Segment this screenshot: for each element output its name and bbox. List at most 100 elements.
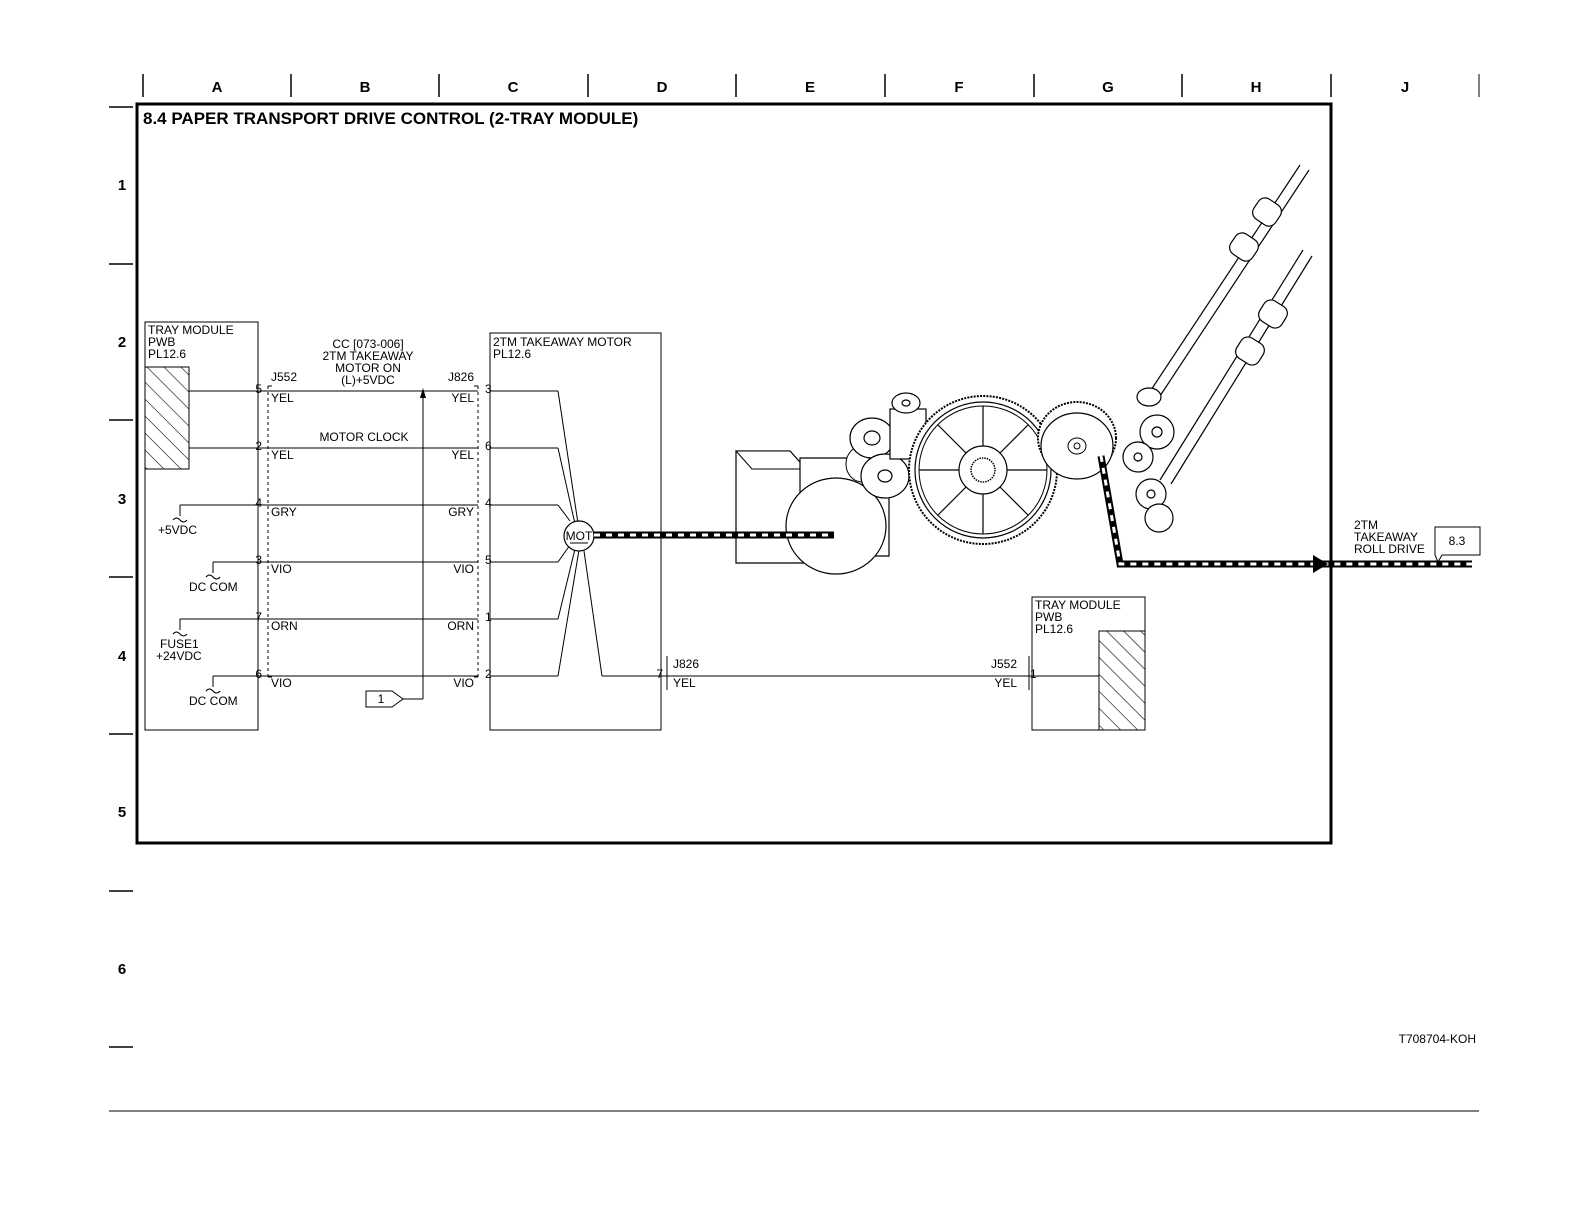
wire-color: YEL <box>451 448 474 462</box>
pin-number: 5 <box>485 553 492 567</box>
wire-color: YEL <box>451 391 474 405</box>
pwb-hatch <box>144 366 190 470</box>
grid-row-ruler: 1 2 3 4 5 6 <box>109 106 133 1048</box>
svg-text:TAKEAWAY: TAKEAWAY <box>1354 530 1418 544</box>
wire: 6 VIO 2 VIO <box>255 549 580 690</box>
left-tray-module-pwb: TRAY MODULE PWB PL12.6 <box>144 321 259 731</box>
wire-color: VIO <box>453 676 474 690</box>
power-fuse1-24vdc: FUSE1 +24VDC <box>156 618 258 663</box>
wire-color: VIO <box>271 676 292 690</box>
pwb-label: TRAY MODULE <box>148 323 234 337</box>
svg-text:7: 7 <box>656 667 663 681</box>
row-label: 5 <box>118 804 126 821</box>
svg-text:YEL: YEL <box>994 676 1017 690</box>
output-gear <box>1037 401 1117 480</box>
takeaway-motor-box: 2TM TAKEAWAY MOTOR PL12.6 <box>489 332 662 731</box>
ground-dc-com: DC COM <box>189 561 258 594</box>
svg-text:ROLL DRIVE: ROLL DRIVE <box>1354 542 1425 556</box>
svg-text:2TM: 2TM <box>1354 518 1378 532</box>
row-label: 1 <box>118 177 126 194</box>
wire-color: ORN <box>447 619 474 633</box>
flag-1: 1 <box>365 690 404 708</box>
wire-color: GRY <box>448 505 474 519</box>
column-label: C <box>508 79 519 96</box>
grid-column-ruler: A B C D E F G H J <box>142 74 1480 97</box>
wire-color: VIO <box>271 562 292 576</box>
diagram-frame <box>135 102 1333 845</box>
wire-color: VIO <box>453 562 474 576</box>
wire: 3 VIO 5 VIO <box>255 544 571 576</box>
ground-dc-com: DC COM <box>189 675 258 708</box>
svg-text:8.3: 8.3 <box>1449 534 1466 548</box>
wire: 4 GRY 4 GRY <box>255 496 571 522</box>
pin-number: 6 <box>485 439 492 453</box>
svg-text:+5VDC: +5VDC <box>158 523 197 537</box>
pin-number: 6 <box>255 667 262 681</box>
motor-symbol: MOT <box>563 520 595 552</box>
svg-text:MOT: MOT <box>566 529 593 543</box>
pin-number: 7 <box>255 610 262 624</box>
svg-text:PL12.6: PL12.6 <box>1035 622 1073 636</box>
row-label: 3 <box>118 491 126 508</box>
column-label: J <box>1401 79 1409 96</box>
svg-text:1: 1 <box>1030 667 1037 681</box>
power-5vdc: +5VDC <box>158 504 258 537</box>
svg-text:PWB: PWB <box>1035 610 1062 624</box>
wire-color: YEL <box>271 448 294 462</box>
wire-color: GRY <box>271 505 297 519</box>
svg-text:2TM TAKEAWAY: 2TM TAKEAWAY <box>322 349 413 363</box>
connector-label: J552 <box>271 370 297 384</box>
pin-number: 4 <box>485 496 492 510</box>
wire-color: YEL <box>271 391 294 405</box>
pin-number: 2 <box>255 439 262 453</box>
pin-number: 3 <box>485 382 492 396</box>
svg-text:CC [073-006]: CC [073-006] <box>332 337 403 351</box>
svg-text:1: 1 <box>378 692 385 706</box>
pin-number: 2 <box>485 667 492 681</box>
figure-id: T708704-KOH <box>1399 1032 1476 1046</box>
wire: 7 ORN 1 ORN <box>255 548 576 633</box>
pin-number: 3 <box>255 553 262 567</box>
svg-text:(L)+5VDC: (L)+5VDC <box>341 373 395 387</box>
drive-arrow-head <box>1313 555 1328 573</box>
drive-mechanism-illustration <box>734 164 1313 575</box>
column-label: D <box>657 79 668 96</box>
column-label: E <box>805 79 815 96</box>
pin-number: 5 <box>255 382 262 396</box>
connector-j552: J552 <box>267 370 297 678</box>
svg-text:YEL: YEL <box>673 676 696 690</box>
wire: 5 YEL 3 YEL <box>189 382 580 531</box>
pwb-part-number: PL12.6 <box>148 347 186 361</box>
row-label: 2 <box>118 334 126 351</box>
svg-text:FUSE1: FUSE1 <box>160 637 199 651</box>
page-title: 8.4 PAPER TRANSPORT DRIVE CONTROL (2-TRA… <box>143 109 638 128</box>
column-label: F <box>954 79 963 96</box>
pwb-label: PWB <box>148 335 175 349</box>
signal-arrow <box>403 388 426 700</box>
connector-label: J826 <box>448 370 474 384</box>
svg-text:DC COM: DC COM <box>189 694 238 708</box>
reference-flag-8-3: 8.3 <box>1434 526 1481 564</box>
drive-gear-large <box>908 395 1058 545</box>
wire-color: ORN <box>271 619 298 633</box>
takeaway-roll-shafts <box>1122 164 1313 533</box>
svg-text:TRAY MODULE: TRAY MODULE <box>1035 598 1121 612</box>
svg-text:2TM TAKEAWAY MOTOR: 2TM TAKEAWAY MOTOR <box>493 335 632 349</box>
svg-text:J826: J826 <box>673 657 699 671</box>
pwb-hatch <box>1098 630 1146 731</box>
row-label: 4 <box>118 648 127 665</box>
column-label: A <box>212 79 223 96</box>
mechanical-drive-path <box>594 455 1472 573</box>
column-label: G <box>1102 79 1114 96</box>
row-label: 6 <box>118 961 126 978</box>
motor-clock-label: MOTOR CLOCK <box>319 430 408 444</box>
svg-text:DC COM: DC COM <box>189 580 238 594</box>
pin-number: 4 <box>255 496 262 510</box>
svg-text:J552: J552 <box>991 657 1017 671</box>
right-tray-module-pwb: TRAY MODULE PWB PL12.6 <box>1031 596 1146 731</box>
svg-text:MOTOR ON: MOTOR ON <box>335 361 401 375</box>
wire: 2 YEL 6 YEL <box>189 439 576 525</box>
column-label: B <box>360 79 371 96</box>
connector-j826: J826 <box>448 370 479 678</box>
